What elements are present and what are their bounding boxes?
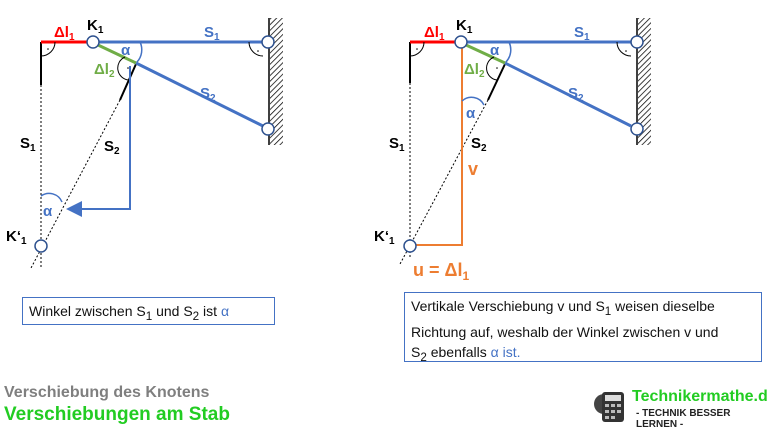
svg-text:Δl2: Δl2 bbox=[464, 61, 485, 80]
svg-text:S1: S1 bbox=[204, 24, 220, 43]
svg-text:S1: S1 bbox=[20, 135, 36, 154]
svg-text:S2: S2 bbox=[568, 85, 584, 104]
svg-text:u = Δl1: u = Δl1 bbox=[413, 260, 469, 283]
svg-text:K1: K1 bbox=[87, 17, 104, 36]
title: Verschiebungen am Stab bbox=[4, 404, 230, 425]
delta-l2-line bbox=[97, 43, 137, 65]
svg-text:K‘1: K‘1 bbox=[374, 228, 395, 247]
svg-text:S1: S1 bbox=[389, 135, 405, 154]
rod-s2 bbox=[135, 61, 264, 128]
wall bbox=[270, 18, 283, 145]
svg-text:α: α bbox=[43, 203, 53, 220]
svg-text:S2: S2 bbox=[471, 135, 487, 154]
svg-text:S1: S1 bbox=[574, 24, 590, 43]
svg-text:Δl1: Δl1 bbox=[424, 24, 445, 43]
svg-text:S2: S2 bbox=[104, 138, 120, 157]
svg-text:Δl2: Δl2 bbox=[94, 61, 115, 80]
right-diagram: Δl1 K1 S1 α Δl2 S2 α S1 S2 v K‘1 u = Δl1 bbox=[374, 17, 651, 283]
svg-text:v: v bbox=[468, 159, 478, 179]
calculator-gear-icon bbox=[594, 392, 624, 422]
left-diagram: Δl1 K1 S1 α Δl2 S2 S1 S2 α K‘1 bbox=[6, 17, 283, 269]
svg-text:α: α bbox=[466, 105, 476, 122]
svg-text:α: α bbox=[490, 42, 500, 59]
svg-text:K1: K1 bbox=[456, 17, 473, 36]
svg-text:S2: S2 bbox=[200, 85, 216, 104]
svg-text:α: α bbox=[121, 42, 131, 59]
svg-text:Δl1: Δl1 bbox=[54, 24, 75, 43]
svg-text:K‘1: K‘1 bbox=[6, 228, 27, 247]
subtitle: Verschiebung des Knotens bbox=[4, 384, 210, 401]
left-caption-box: Winkel zwischen S1 und S2 ist α bbox=[22, 297, 275, 325]
logo: Technikermathe.de - TECHNIK BESSER LERNE… bbox=[592, 386, 768, 430]
right-caption-box: Vertikale Verschiebung v und S1 weisen d… bbox=[404, 292, 762, 364]
displacement-v-u bbox=[410, 48, 463, 246]
